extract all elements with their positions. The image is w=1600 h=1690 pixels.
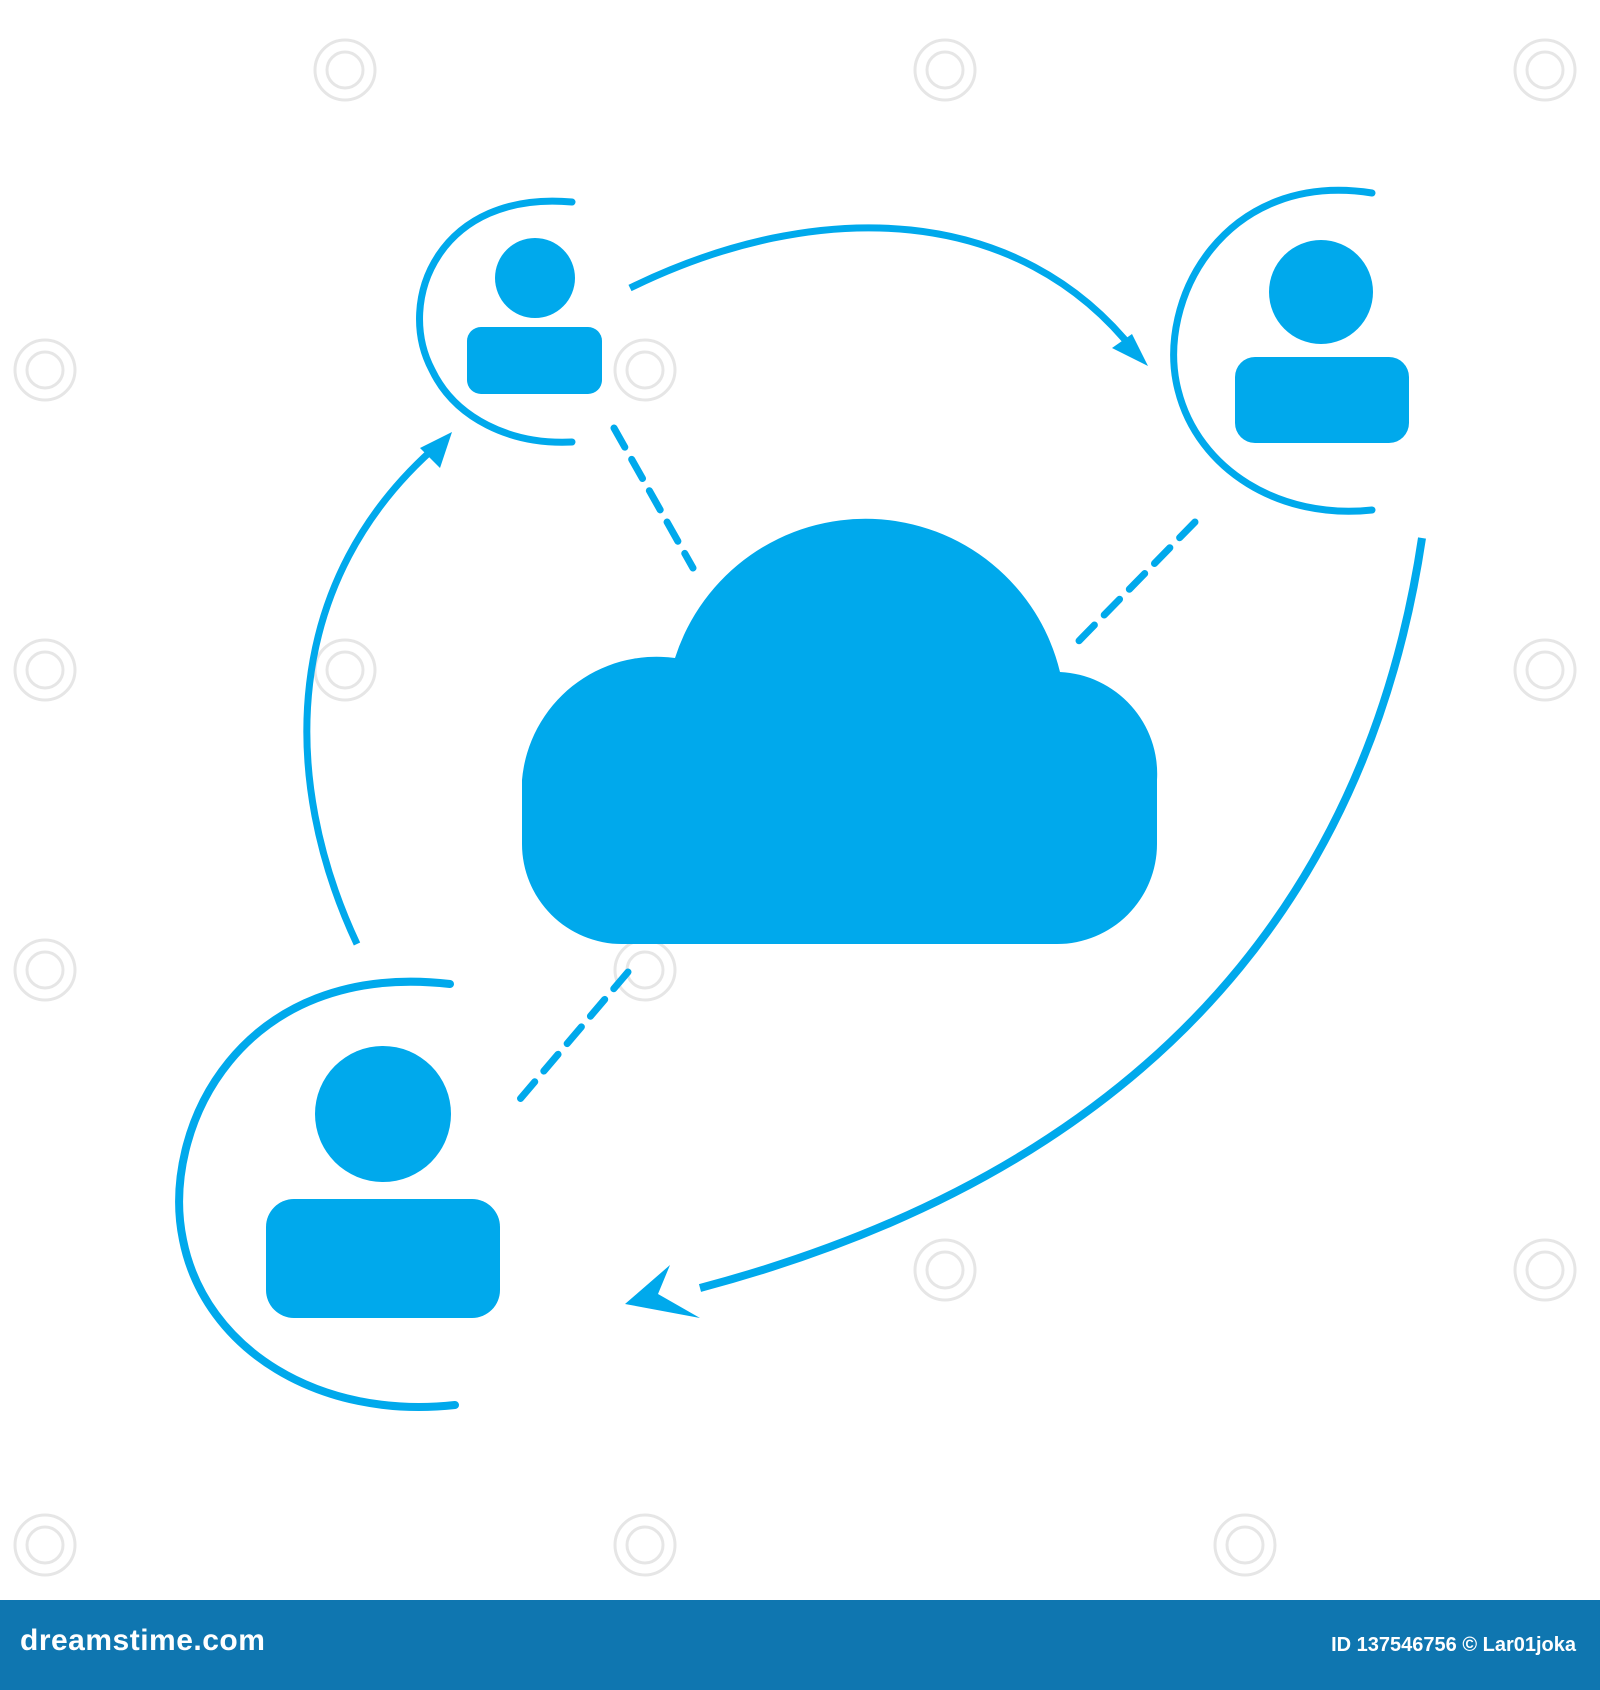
footer-bar: dreamstime.com ID 137546756 © Lar01joka xyxy=(0,1600,1600,1690)
arrow-top-right-to-bottom-left xyxy=(698,537,1426,1292)
watermark xyxy=(13,38,1577,1577)
dreamstime-logo[interactable]: dreamstime.com xyxy=(20,1624,266,1657)
arrowhead-top-right xyxy=(1112,334,1148,366)
arrowhead-top-left xyxy=(420,432,452,468)
user-icon-top-right xyxy=(1235,240,1409,443)
dashed-link-top-right xyxy=(1066,518,1199,654)
user-ring-bottom-left xyxy=(175,977,459,1411)
dashed-connectors xyxy=(511,424,1199,1109)
arrowhead-bottom-left xyxy=(625,1265,700,1318)
user-icon-bottom-left xyxy=(266,1046,500,1318)
arrow-top-left-to-top-right xyxy=(628,224,1138,355)
dashed-link-bottom-left xyxy=(511,968,632,1109)
user-icon-top-left xyxy=(467,238,602,394)
user-ring-top-right xyxy=(1170,186,1376,515)
user-ring-top-left xyxy=(416,197,576,446)
image-credit: ID 137546756 © Lar01joka xyxy=(1331,1634,1576,1656)
dashed-link-top-left xyxy=(610,424,697,572)
arrow-bottom-left-to-top-left xyxy=(303,440,443,946)
diagram-canvas xyxy=(13,38,1577,1577)
network-diagram xyxy=(13,38,1577,1577)
cloud-icon xyxy=(522,518,1158,944)
